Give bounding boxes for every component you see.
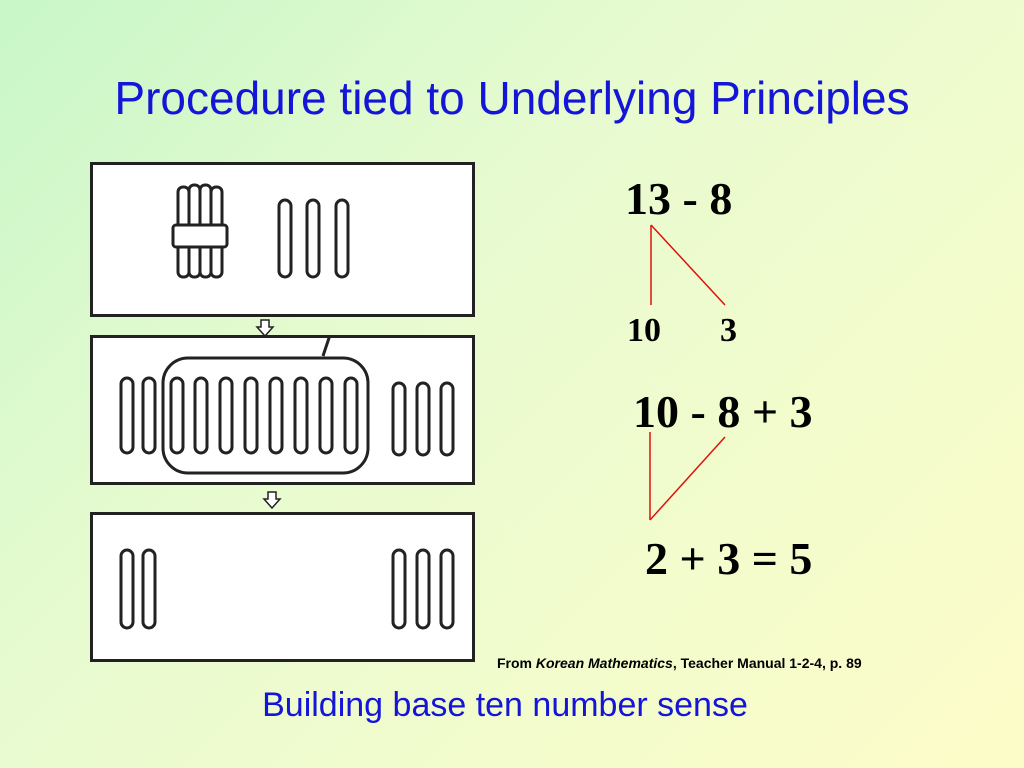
unbundled-sticks-drawing xyxy=(119,319,455,475)
caption-prefix: From xyxy=(497,655,536,671)
panel-bundle-and-three-sticks xyxy=(90,162,475,317)
decomposition-ones: 3 xyxy=(720,312,737,349)
source-caption: From Korean Mathematics, Teacher Manual … xyxy=(497,655,957,671)
equation-result: 2 + 3 = 5 xyxy=(645,533,813,584)
slide-title: Procedure tied to Underlying Principles xyxy=(114,72,910,124)
slide-subtitle: Building base ten number sense xyxy=(262,686,748,724)
down-arrow-icon xyxy=(255,319,275,338)
panel-remaining-sticks xyxy=(90,512,475,662)
decomposition-ten: 10 xyxy=(627,312,661,349)
remaining-sticks-drawing xyxy=(119,548,455,630)
caption-source-title: Korean Mathematics xyxy=(535,655,673,671)
panel-unbundled-sticks xyxy=(90,319,475,485)
base-ten-blocks-illustration xyxy=(85,160,485,670)
down-arrow-icon xyxy=(262,491,282,510)
caption-reference: , Teacher Manual 1-2-4, p. 89 xyxy=(672,655,862,671)
equation-13-minus-8: 13 - 8 xyxy=(625,173,733,224)
bundle-and-sticks-drawing xyxy=(171,183,350,279)
equation-10-minus-8-plus-3: 10 - 8 + 3 xyxy=(633,386,813,437)
